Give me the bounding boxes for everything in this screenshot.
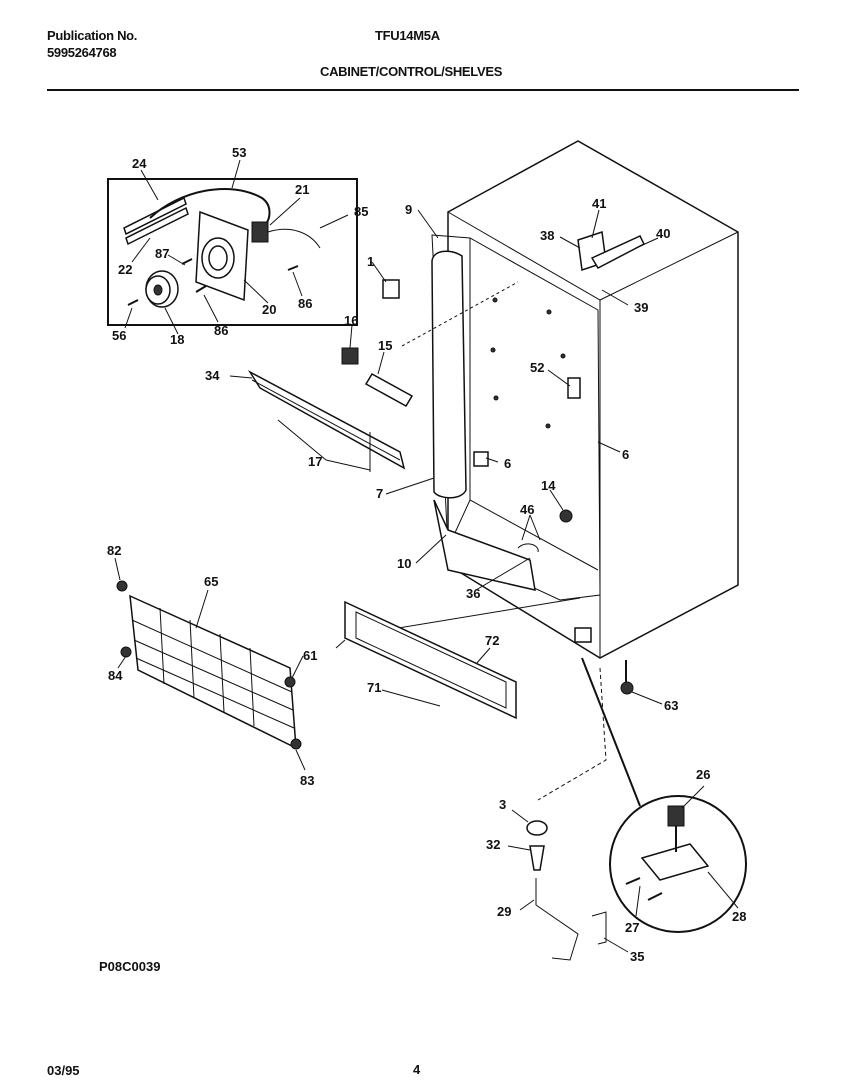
callout-41: 41 xyxy=(592,196,606,211)
callout-61: 61 xyxy=(303,648,317,663)
header-rule xyxy=(47,89,799,91)
callout-1: 1 xyxy=(367,254,374,269)
callout-84: 84 xyxy=(108,668,123,683)
callout-26: 26 xyxy=(696,767,710,782)
kick-plate xyxy=(335,600,517,720)
callout-52: 52 xyxy=(530,360,544,375)
grille xyxy=(114,557,306,771)
callout-86: 86 xyxy=(214,323,228,338)
section-title: CABINET/CONTROL/SHELVES xyxy=(320,64,503,79)
callout-34: 34 xyxy=(205,368,220,383)
callout-16: 16 xyxy=(344,313,358,328)
callout-46: 46 xyxy=(520,502,534,517)
callout-labels: 24 53 21 85 87 22 20 86 86 56 18 1 16 15… xyxy=(107,145,746,964)
leveling-hardware xyxy=(507,657,747,961)
callout-27: 27 xyxy=(625,920,639,935)
callout-9: 9 xyxy=(405,202,412,217)
callout-7: 7 xyxy=(376,486,383,501)
callout-32: 32 xyxy=(486,837,500,852)
diagram-code: P08C0039 xyxy=(99,959,160,974)
page-number: 4 xyxy=(413,1062,421,1077)
callout-72: 72 xyxy=(485,633,499,648)
callout-87: 87 xyxy=(155,246,169,261)
callout-15: 15 xyxy=(378,338,392,353)
callout-20: 20 xyxy=(262,302,276,317)
callout-10: 10 xyxy=(397,556,411,571)
callout-82: 82 xyxy=(107,543,121,558)
callout-71: 71 xyxy=(367,680,381,695)
shelf-rail xyxy=(229,370,406,472)
callout-21: 21 xyxy=(295,182,309,197)
callout-63: 63 xyxy=(664,698,678,713)
small-parts xyxy=(341,261,414,408)
callout-86-inset: 86 xyxy=(298,296,312,311)
callout-56: 56 xyxy=(112,328,126,343)
control-inset xyxy=(107,159,358,335)
callout-83: 83 xyxy=(300,773,314,788)
callout-28: 28 xyxy=(732,909,746,924)
cabinet xyxy=(349,140,739,705)
model-number: TFU14M5A xyxy=(375,28,440,43)
callout-39: 39 xyxy=(634,300,648,315)
callout-3: 3 xyxy=(499,797,506,812)
publication-label: Publication No. xyxy=(47,28,138,43)
callout-35: 35 xyxy=(630,949,644,964)
callout-18: 18 xyxy=(170,332,184,347)
publication-number: 5995264768 xyxy=(47,45,117,60)
footer-date: 03/95 xyxy=(47,1063,80,1078)
callout-22: 22 xyxy=(118,262,132,277)
callout-40: 40 xyxy=(656,226,670,241)
callout-29: 29 xyxy=(497,904,511,919)
callout-36: 36 xyxy=(466,586,480,601)
callout-6-inner: 6 xyxy=(504,456,511,471)
callout-14: 14 xyxy=(541,478,556,493)
callout-24: 24 xyxy=(132,156,147,171)
callout-38: 38 xyxy=(540,228,554,243)
callout-17: 17 xyxy=(308,454,322,469)
callout-85: 85 xyxy=(354,204,368,219)
callout-65: 65 xyxy=(204,574,218,589)
callout-6: 6 xyxy=(622,447,629,462)
callout-53: 53 xyxy=(232,145,246,160)
